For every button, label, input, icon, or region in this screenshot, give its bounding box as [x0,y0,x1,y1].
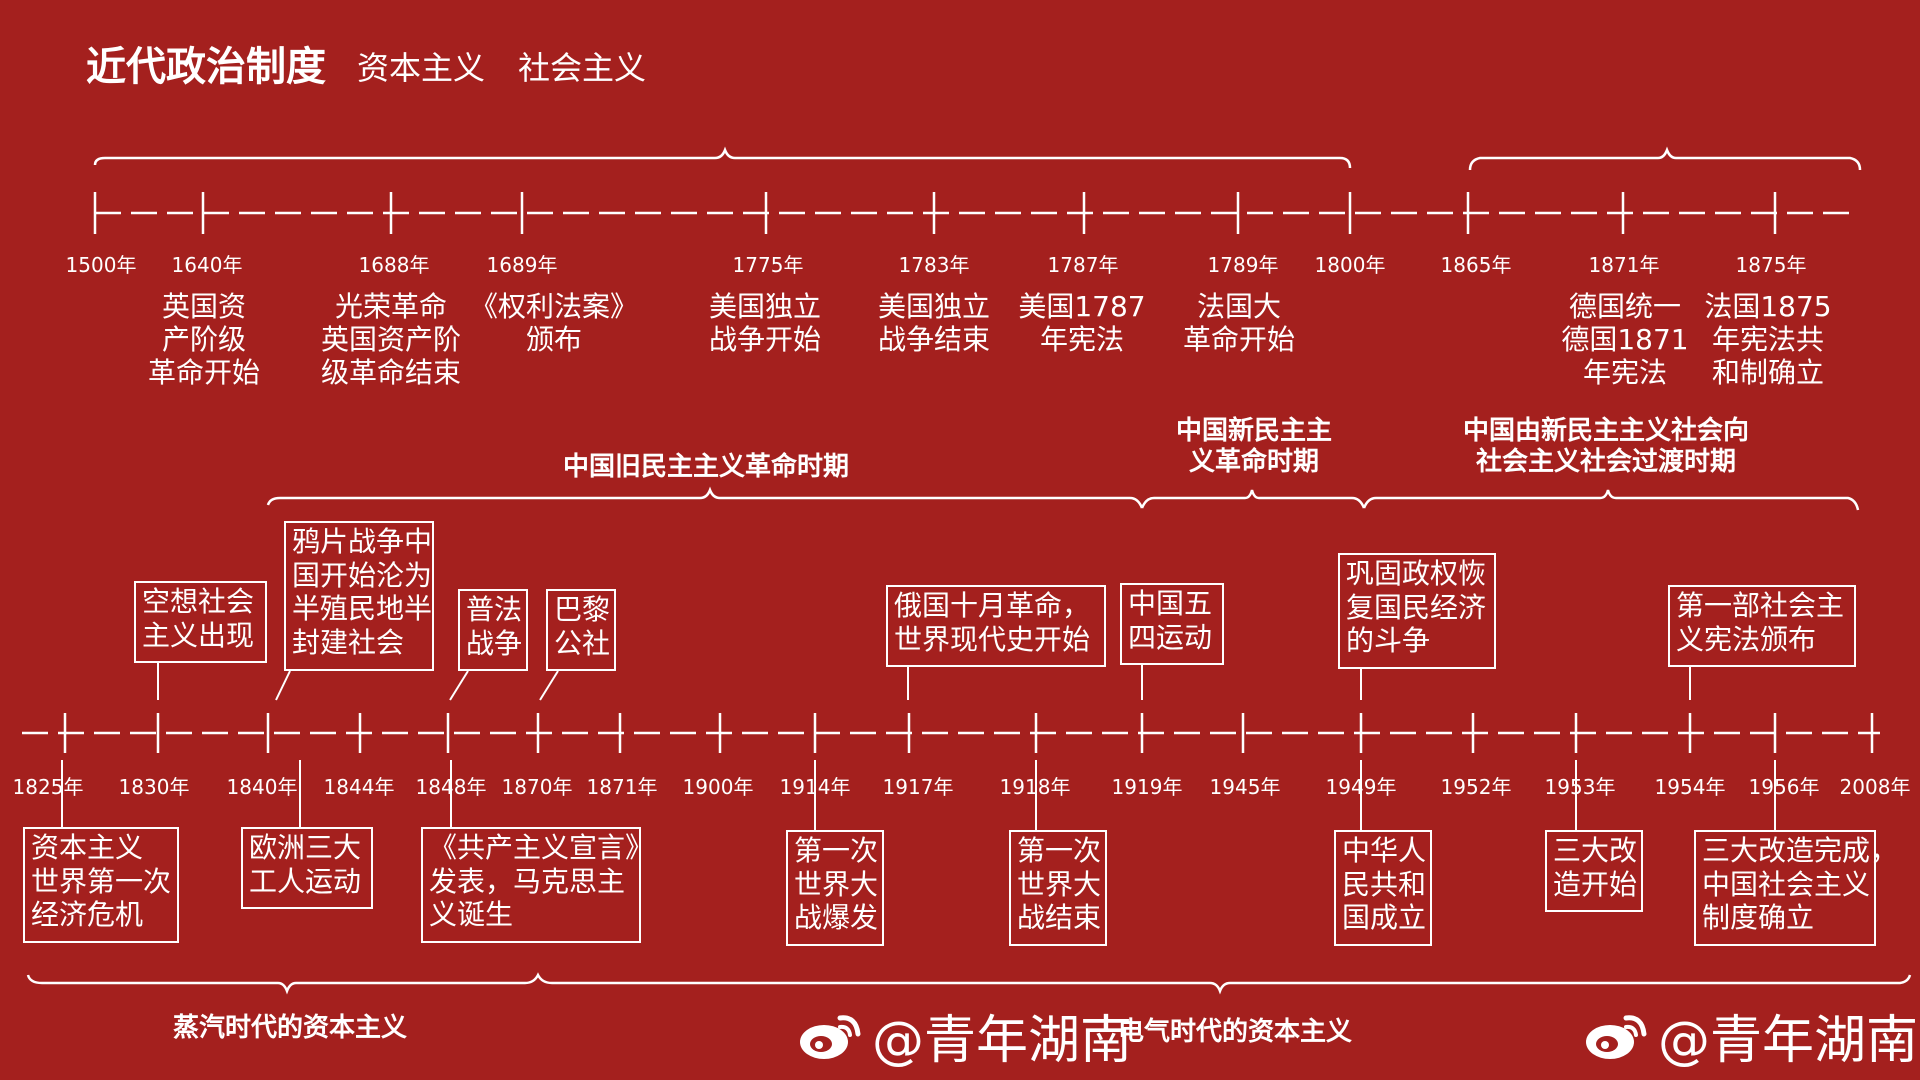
era-steam: 蒸汽时代的资本主义 [172,1013,408,1043]
lower-year: 1954年 [1654,775,1726,799]
lower-year: 1917年 [882,775,954,799]
weibo-icon [1586,1014,1647,1059]
western-event: 法国大 革命开始 [1182,290,1296,357]
lower-year: 1871年 [586,775,658,799]
weibo-watermark: @青年湖南 [796,998,1132,1073]
page-title: 近代政治制度 [86,44,326,90]
brace-new-democratic [1140,489,1366,509]
lower-year: 1918年 [999,775,1071,799]
brace-western-1500-1800 [93,146,1352,169]
event-box-above: 巩固政权恢 复国民经济 的斗争 [1338,553,1496,669]
lower-year: 1919年 [1111,775,1183,799]
weibo-watermark: @青年湖南 [1582,998,1918,1073]
event-box-above: 普法 战争 [458,589,528,671]
event-box-below: 中华人 民共和 国成立 [1334,830,1432,946]
lower-year: 1830年 [118,775,190,799]
subtitle-capitalism: 资本主义 [357,49,486,87]
western-event: 美国独立 战争开始 [708,290,822,357]
event-box-above: 鸦片战争中 国开始沦为 半殖民地半 封建社会 [284,521,434,671]
event-box-below: 第一次 世界大 战结束 [1009,830,1107,946]
brace-eras [26,972,1912,995]
lower-year: 1949年 [1325,775,1397,799]
upper-year: 1783年 [898,253,970,277]
event-box-below: 资本主义 世界第一次 经济危机 [23,827,179,943]
upper-year: 1875年 [1735,253,1807,277]
event-box-above: 空想社会 主义出现 [134,581,267,663]
upper-year: 1789年 [1207,253,1279,277]
western-event: 美国1787 年宪法 [1018,290,1146,357]
event-box-above: 中国五 四运动 [1120,583,1224,665]
event-box-below: 欧洲三大 工人运动 [241,827,373,909]
lower-year: 1840年 [226,775,298,799]
watermark-handle: @青年湖南 [1658,1011,1919,1071]
event-box-above: 巴黎 公社 [546,589,616,671]
upper-year: 1640年 [171,253,243,277]
upper-year: 1800年 [1314,253,1386,277]
subtitle-socialism: 社会主义 [518,49,647,87]
lower-year: 1953年 [1544,775,1616,799]
lower-year: 1825年 [12,775,84,799]
lower-year: 1870年 [501,775,573,799]
event-connector [449,670,469,701]
western-event: 英国资 产阶级 革命开始 [147,290,261,390]
western-event: 德国统一 德国1871 年宪法 [1561,290,1689,390]
lower-year: 1900年 [682,775,754,799]
event-connector [275,670,291,701]
upper-year: 1500年 [65,253,137,277]
upper-year: 1688年 [358,253,430,277]
lower-year: 1914年 [779,775,851,799]
event-box-below: 三大改造完成， 中国社会主义 制度确立 [1694,830,1898,946]
western-event: 法国1875 年宪法共 和制确立 [1704,290,1832,390]
lower-year: 1945年 [1209,775,1281,799]
period-new-democratic: 中国新民主主 义革命时期 [1175,416,1333,477]
upper-year: 1871年 [1588,253,1660,277]
event-connector [539,670,559,701]
period-old-democratic: 中国旧民主主义革命时期 [562,452,850,482]
western-event: 《权利法案》 颁布 [469,290,639,357]
event-box-above: 俄国十月革命， 世界现代史开始 [886,585,1106,667]
upper-year: 1775年 [732,253,804,277]
brace-western-1865-1875 [1468,146,1862,171]
era-electric: 电气时代的资本主义 [1117,1017,1353,1047]
lower-year: 1848年 [415,775,487,799]
event-box-above: 第一部社会主 义宪法颁布 [1668,585,1856,667]
brace-old-democratic [266,486,1144,509]
period-transition: 中国由新民主主义社会向 社会主义社会过渡时期 [1462,416,1750,477]
upper-year: 1787年 [1047,253,1119,277]
weibo-icon [800,1014,861,1059]
event-box-below: 三大改 造开始 [1545,830,1643,912]
lower-year: 2008年 [1839,775,1911,799]
lower-year: 1952年 [1440,775,1512,799]
event-box-below: 《共产主义宣言》 发表，马克思主 义诞生 [421,827,653,943]
brace-transition [1362,489,1860,511]
event-box-below: 第一次 世界大 战爆发 [786,830,884,946]
lower-year: 1956年 [1748,775,1820,799]
western-event: 光荣革命 英国资产阶 级革命结束 [320,290,462,390]
lower-year: 1844年 [323,775,395,799]
western-event: 美国独立 战争结束 [877,290,991,357]
upper-year: 1865年 [1440,253,1512,277]
upper-year: 1689年 [486,253,558,277]
watermark-handle: @青年湖南 [872,1011,1133,1071]
